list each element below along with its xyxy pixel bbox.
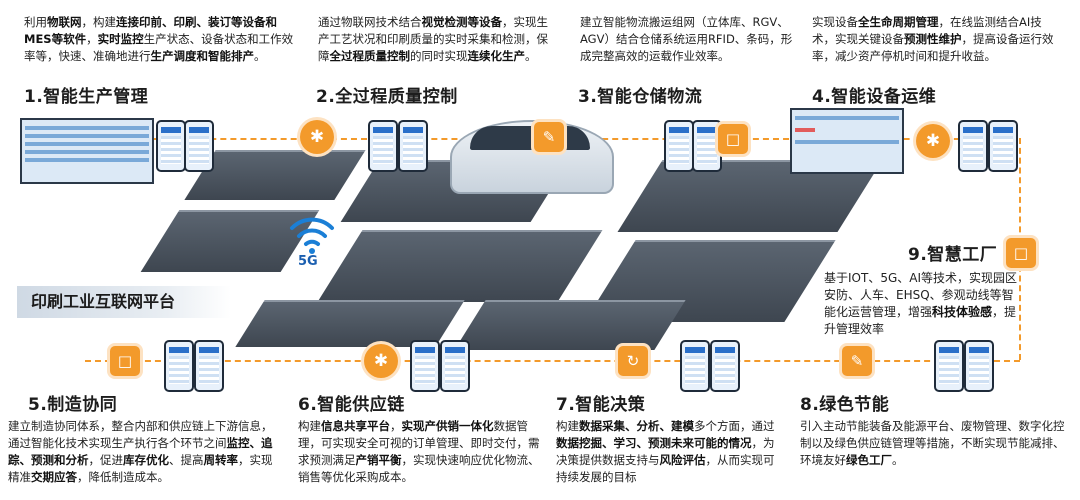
phone-7a <box>680 340 710 392</box>
phone-4a <box>958 120 988 172</box>
module-1-desc: 利用物联网，构建连接印前、印刷、装订等设备和MES等软件，实时监控生产状态、设备… <box>24 15 294 63</box>
phone-2b <box>398 120 428 172</box>
module-8-title: 8.绿色节能 <box>800 395 890 415</box>
phone-2a <box>368 120 398 172</box>
network-hub-icon: ✱ <box>916 124 950 158</box>
factory-floor-5 <box>317 230 603 302</box>
phone-7b <box>710 340 740 392</box>
cycle-icon: ↻ <box>618 346 648 376</box>
phone-6b <box>440 340 470 392</box>
module-9-desc: 基于IOT、5G、AI等技术，实现园区安防、人车、EHSQ、参观动线等智能化运营… <box>824 271 1017 336</box>
phone-1b <box>184 120 214 172</box>
module-4-desc: 实现设备全生命周期管理，在线监测结合AI技术，实现关键设备预测性维护，提高设备运… <box>812 15 1054 63</box>
phone-5b <box>194 340 224 392</box>
mobile-screen-icon: □ <box>1006 238 1036 268</box>
phone-4b <box>988 120 1018 172</box>
phone-3a <box>664 120 694 172</box>
document-search-icon: ✎ <box>842 346 872 376</box>
module-7-title: 7.智能决策 <box>556 395 646 415</box>
clipboard-icon: □ <box>110 346 140 376</box>
module-3-title: 3.智能仓储物流 <box>578 87 703 107</box>
phone-1a <box>156 120 186 172</box>
module-8-desc: 引入主动节能装备及能源平台、废物管理、数字化控制以及绿色供应链管理等措施，不断实… <box>800 419 1065 467</box>
module-3-desc: 建立智能物流搬运组网（立体库、RGV、AGV）结合仓储系统运用RFID、条码，形… <box>580 15 793 63</box>
mobile-screen-icon: □ <box>718 124 748 154</box>
phone-8a <box>934 340 964 392</box>
network-hub-icon: ✱ <box>364 344 398 378</box>
module-1-title: 1.智能生产管理 <box>24 87 149 107</box>
document-search-icon: ✎ <box>534 122 564 152</box>
connector-bottom <box>85 360 1020 362</box>
module-9-title: 9.智慧工厂 <box>908 245 998 265</box>
phone-6a <box>410 340 440 392</box>
signal-label: 5G <box>298 254 318 269</box>
module-6-desc: 构建信息共享平台，实现产供销一体化数据管理，可实现安全可视的订单管理、即时交付，… <box>298 419 540 484</box>
network-hub-icon: ✱ <box>300 120 334 154</box>
phone-5a <box>164 340 194 392</box>
module-5-desc: 建立制造协同体系，整合内部和供应链上下游信息，通过智能化技术实现生产执行各个环节… <box>8 419 273 484</box>
dashboard-screen-4 <box>790 108 904 174</box>
module-2-title: 2.全过程质量控制 <box>316 87 458 107</box>
module-7-desc: 构建数据采集、分析、建模多个方面，通过数据挖掘、学习、预测未来可能的情况，为决策… <box>556 419 775 484</box>
module-2-desc: 通过物联网技术结合视觉检测等设备，实现生产工艺状况和印刷质量的实时采集和检测，保… <box>318 15 548 63</box>
module-6-title: 6.智能供应链 <box>298 395 405 415</box>
phone-8b <box>964 340 994 392</box>
module-4-title: 4.智能设备运维 <box>812 87 937 107</box>
factory-floor-8 <box>454 300 686 350</box>
video-wall <box>470 126 590 150</box>
wifi-icon <box>290 217 334 254</box>
platform-label: 印刷工业互联网平台 <box>17 286 231 318</box>
dashboard-screen-1 <box>20 118 154 184</box>
module-5-title: 5.制造协同 <box>28 395 118 415</box>
